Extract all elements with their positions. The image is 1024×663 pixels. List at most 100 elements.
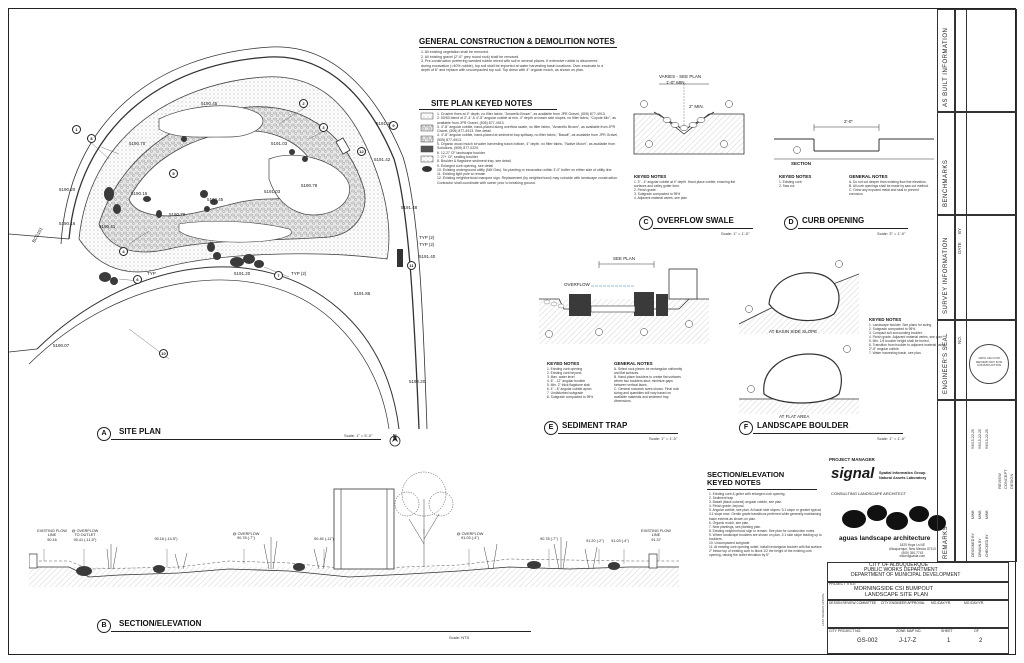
- curb-opening-title: CURB OPENING: [802, 216, 865, 225]
- col-header-date: DATE: [957, 242, 962, 254]
- sediment-scale: Scale: 1" = 1'-0": [649, 436, 678, 441]
- division-name: DEPARTMENT OF MUNICIPAL DEVELOPMENT: [851, 572, 961, 578]
- firm-address: 1825 Hoya Ln NE Albuquerque, New Mexico …: [889, 543, 936, 559]
- swale-dim-sub: 1'-0" MIN.: [666, 80, 686, 85]
- title-strip-col: [937, 9, 955, 562]
- boulder-keyed-note: 2. Subgrade compacted to 95%.: [869, 327, 917, 331]
- detail-letter-c: C: [639, 216, 653, 230]
- sediment-keyed-note: 2. Existing curb beyond: [547, 371, 582, 375]
- section-label: 90.16 (-14.5"): [154, 537, 178, 541]
- survey-info-label: SURVEY INFORMATION: [943, 237, 949, 314]
- drawing-sheet: 5190.45 5191.37 5190.70 5191.03 5191.42 …: [8, 8, 1017, 655]
- detail-letter-b: B: [97, 619, 111, 633]
- city-project-label: CITY PROJECT NO.: [829, 629, 862, 633]
- sheet-label: SHEET: [941, 629, 953, 633]
- swale-keyed-list: 1. 3" - 4" angular cobble at 4" depth. H…: [634, 180, 739, 200]
- title-underline: [111, 439, 381, 440]
- section-keyed-note: 8. Existing neighborhood sign to remain.…: [709, 528, 816, 533]
- keyed-note: 8. Boulder & flagstone sediment trap, se…: [437, 159, 512, 164]
- zone-map-number: J-17-Z: [899, 638, 917, 644]
- boulder-slope-label: AT BASIN SIDE SLOPE: [769, 329, 818, 334]
- keyed-note: 2. 50/50 blend of 2"-4" & 4"-8" angular …: [437, 116, 616, 125]
- city-engineer-label: CITY ENGINEER APPROVAL: [881, 601, 925, 605]
- asbuilt-info-label: AS BUILT INFORMATION: [943, 27, 949, 107]
- section-keyed-note: 9. Where landscape boulders are shown on…: [709, 532, 822, 542]
- curb-keyed-list: 1. Existing curb 2. Saw cut: [779, 180, 839, 188]
- sediment-overflow-label: OVERFLOW: [564, 282, 590, 287]
- keyed-note: 9. Enlarged curb opening, see detail: [437, 163, 494, 168]
- elevation-label: 5190.79: [169, 212, 186, 217]
- detail-letter-d: D: [784, 216, 798, 230]
- city-project-number: GS-002: [857, 638, 878, 644]
- review-stamp: 100% CDs FOR REVIEW NOT FOR CONSTRUCTION: [975, 356, 1003, 368]
- city-name: CITY OF ALBUQUERQUE: [869, 562, 929, 568]
- section-keyed-note: 11. At existing curb opening outlet, ins…: [709, 545, 822, 558]
- swale-slope: 2" MIN.: [689, 104, 704, 109]
- project-manager-label: PROJECT MANAGER: [829, 457, 875, 462]
- sediment-keyed-note: 6. 4" - 8" angular cobble apron: [547, 387, 592, 391]
- section-label: 90.45 (-11"): [314, 537, 334, 541]
- typ-label: TYP: [147, 271, 156, 276]
- benchmarks-label: BENCHMARKS: [943, 159, 949, 207]
- title-underline: [798, 228, 908, 229]
- elevation-label: 5190.45: [207, 197, 224, 202]
- general-notes-title: GENERAL CONSTRUCTION & DEMOLITION NOTES: [419, 37, 615, 46]
- remark-item: DESIGN: [1009, 473, 1014, 489]
- elevation-label: 5190.16: [59, 221, 76, 226]
- designer-initials: MWB: [971, 510, 975, 519]
- boulder-keyed-note: 4. Finish grade. Adjacent material varie…: [869, 335, 943, 339]
- total-sheets: 2: [979, 638, 983, 644]
- section-elevation-drawing: [29, 471, 679, 587]
- sediment-keyed-title: KEYED NOTES: [547, 361, 580, 366]
- title-underline: [653, 228, 753, 229]
- boulder-keyed-list: 1. Landscape boulder. See plans for sizi…: [869, 323, 949, 355]
- project-title-line1: MORNINGSIDE CSI BUMPOUT: [854, 586, 934, 592]
- detail-letter-e: E: [544, 421, 558, 435]
- section-scale: Scale: NTS: [449, 635, 470, 640]
- checker-initials: MWB: [985, 510, 989, 519]
- swale-scale: Scale: 1" = 1'-0": [721, 231, 750, 236]
- strip-divider: [937, 111, 1017, 113]
- overflow-swale-drawing: [633, 83, 745, 155]
- typ-label: TYP (2): [419, 242, 435, 247]
- detail-letter-f: F: [739, 421, 753, 435]
- revision-date: 9/6/15-22-25: [971, 429, 975, 449]
- callout-4: 4: [119, 247, 128, 256]
- elevation-label: 5190.07: [53, 343, 70, 348]
- consultant-label: CONSULTING LANDSCAPE ARCHITECT: [831, 491, 907, 496]
- north-arrow-label: N: [393, 434, 397, 440]
- section-keyed-title: SECTION/ELEVATION KEYED NOTES: [707, 470, 785, 487]
- remarks-label: REMARKS: [943, 525, 949, 559]
- elevation-label: 5190.41: [99, 224, 116, 229]
- col-header-no: NO.: [957, 335, 962, 344]
- typ-label: TYP (2): [291, 271, 307, 276]
- sediment-keyed-note: 7. Undisturbed subgrade: [547, 391, 584, 395]
- title-underline: [111, 631, 531, 632]
- general-notes-list: 1. All existing vegetation shall be remo…: [421, 50, 606, 73]
- design-review-label: DESIGN REVIEW COMMITTEE: [829, 601, 877, 605]
- logo-subtitle-2: Natural Assets Laboratory: [879, 476, 927, 480]
- curb-section-label: SECTION: [791, 161, 812, 166]
- revision-date: 9/6/15-22-25: [978, 429, 982, 449]
- curb-dim: 2'-0": [844, 119, 853, 124]
- curb-general-note: A. Do not cut deeper than existing flow …: [849, 180, 927, 184]
- callout-9: 9: [389, 121, 398, 130]
- strip-divider: [937, 399, 1017, 401]
- keyed-note: 1. Crusher fines at 4" depth, no filter …: [437, 112, 606, 116]
- curb-general-list: A. Do not cut deeper than existing flow …: [849, 180, 929, 196]
- title-underline: [419, 47, 617, 48]
- keyed-note: 10. Existing underground utility (NM Gas…: [437, 167, 613, 172]
- typ-label: TYP (2): [419, 235, 435, 240]
- city-header-box: [827, 562, 1009, 582]
- section-keyed-note: 10. Uncompacted subgrade: [709, 541, 750, 546]
- designed-by: DESIGNED BY: [971, 533, 975, 557]
- section-elevation-title: SECTION/ELEVATION: [119, 619, 202, 628]
- sediment-general-list: A. Select rock pieces for rectangular un…: [614, 367, 684, 403]
- section-keyed-note: 4. Finish grade, beyond.: [709, 504, 745, 509]
- engineer-seal-circle: [969, 344, 1009, 384]
- swale-keyed-note: 3. Subgrade compacted to 95%: [634, 192, 681, 196]
- curb-general-note: B. All curb openings shall be made by sa…: [849, 184, 929, 188]
